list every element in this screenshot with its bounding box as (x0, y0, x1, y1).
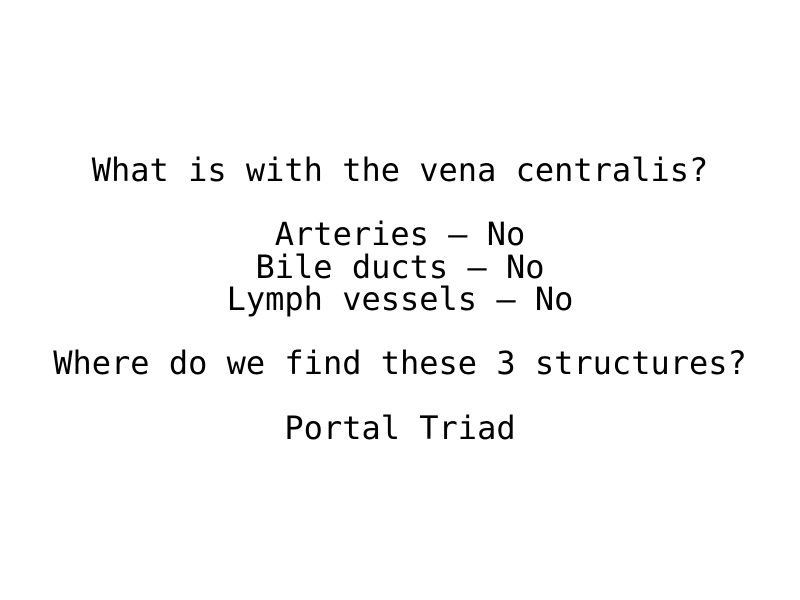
answer-portal-triad: Portal Triad (284, 409, 516, 447)
answer-bile-ducts: Bile ducts – No (255, 248, 545, 286)
question-structures: Where do we find these 3 structures? (53, 344, 747, 382)
answer-lymph-vessels: Lymph vessels – No (226, 280, 574, 318)
answer-arteries: Arteries – No (274, 215, 526, 253)
question-vena-centralis: What is with the vena centralis? (91, 151, 709, 189)
